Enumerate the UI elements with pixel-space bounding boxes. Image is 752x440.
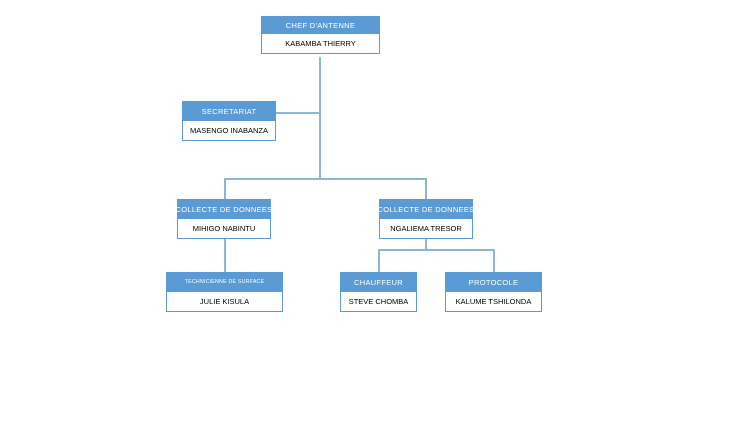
node-secretariat[interactable]: SECRETARIAT MASENGO INABANZA [182, 101, 276, 141]
connector-collecte2-crossbar [378, 249, 495, 251]
node-collecte-donnees-1[interactable]: COLLECTE DE DONNEES MIHIGO NABINTU [177, 199, 271, 239]
node-collecte-donnees-2[interactable]: COLLECTE DE DONNEES NGALIEMA TRESOR [379, 199, 473, 239]
node-name-secretariat: MASENGO INABANZA [182, 121, 276, 141]
connector-collecte-crossbar [224, 178, 427, 180]
node-protocole[interactable]: PROTOCOLE KALUME TSHILONDA [445, 272, 542, 312]
connector-chef-to-secretariat [276, 112, 320, 114]
connector-to-protocole [493, 249, 495, 272]
node-name-collecte-donnees-1: MIHIGO NABINTU [177, 219, 271, 239]
node-title-chauffeur: CHAUFFEUR [340, 272, 417, 292]
node-title-secretariat: SECRETARIAT [182, 101, 276, 121]
node-technicienne-surface[interactable]: TECHNICIENNE DE SURFACE JULIE KISULA [166, 272, 283, 312]
node-name-chef-antenne: KABAMBA THIERRY [261, 34, 380, 54]
connector-to-collecte-right [425, 178, 427, 199]
node-chef-antenne[interactable]: CHEF D'ANTENNE KABAMBA THIERRY [261, 16, 380, 54]
node-title-protocole: PROTOCOLE [445, 272, 542, 292]
node-title-chef-antenne: CHEF D'ANTENNE [261, 16, 380, 34]
node-name-chauffeur: STEVE CHOMBA [340, 292, 417, 312]
node-name-collecte-donnees-2: NGALIEMA TRESOR [379, 219, 473, 239]
connector-to-chauffeur [378, 249, 380, 272]
node-name-protocole: KALUME TSHILONDA [445, 292, 542, 312]
node-title-collecte-donnees-2: COLLECTE DE DONNEES [379, 199, 473, 219]
connector-to-collecte-left [224, 178, 226, 199]
connector-chef-spine [319, 57, 321, 178]
node-chauffeur[interactable]: CHAUFFEUR STEVE CHOMBA [340, 272, 417, 312]
connector-collecte2-drop [425, 239, 427, 250]
connector-collecte1-to-technicienne [224, 239, 226, 272]
node-title-collecte-donnees-1: COLLECTE DE DONNEES [177, 199, 271, 219]
node-title-technicienne-surface: TECHNICIENNE DE SURFACE [166, 272, 283, 292]
node-name-technicienne-surface: JULIE KISULA [166, 292, 283, 312]
